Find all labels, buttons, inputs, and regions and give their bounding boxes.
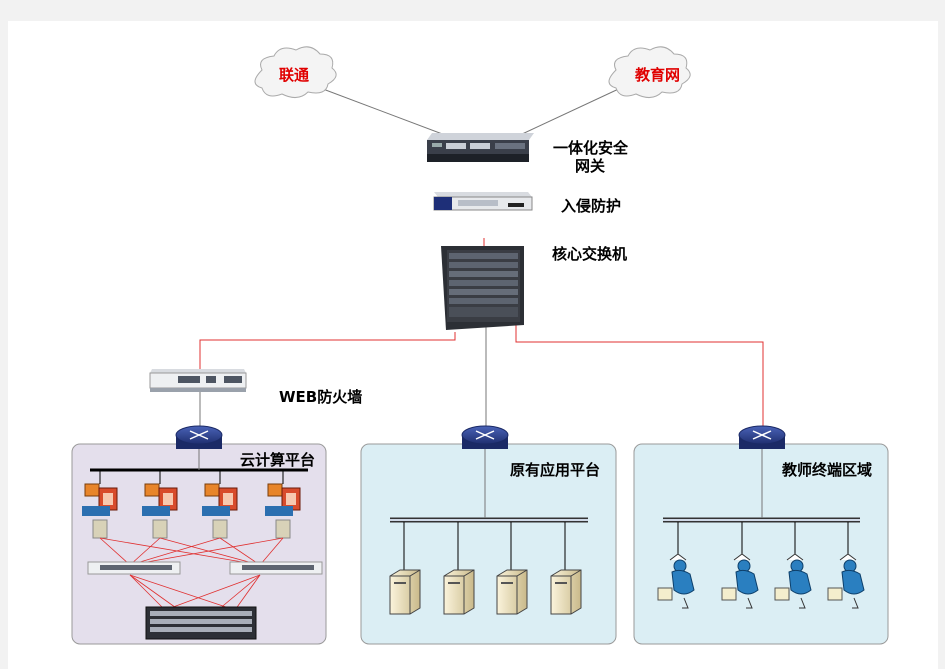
- ips-label: 入侵防护: [561, 197, 622, 215]
- core-switch-icon: [441, 246, 524, 330]
- switch-teacher-zone-icon: [738, 425, 786, 449]
- cloud-edunet-label: 教育网: [635, 66, 681, 84]
- legacy-server-3-icon: [496, 569, 528, 615]
- cloud-server-cluster-4-icon: [265, 470, 301, 539]
- zone-cloud-label: 云计算平台: [240, 451, 316, 469]
- ips-device-icon: [433, 192, 533, 211]
- zone-teacher-label: 教师终端区域: [782, 461, 873, 479]
- core-switch-label: 核心交换机: [552, 245, 628, 263]
- cloud-unicom-icon: [254, 46, 337, 98]
- link-edunet-gateway: [519, 85, 626, 136]
- cloud-server-cluster-3-icon: [202, 470, 238, 539]
- cloud-edunet-icon: [608, 46, 691, 98]
- link-core-switch3: [515, 325, 764, 428]
- legacy-server-4-icon: [550, 569, 582, 615]
- gateway-label-line1: 一体化安全: [553, 139, 629, 157]
- cloud-zone-mesh-links: [99, 537, 284, 626]
- cloud-unicom-label: 联通: [279, 66, 310, 84]
- legacy-server-1-icon: [389, 569, 421, 615]
- switch-legacy-zone-icon: [461, 425, 509, 449]
- gateway-label-line2: 网关: [575, 157, 606, 175]
- cloud-server-cluster-1-icon: [82, 470, 118, 539]
- san-switch-2-icon: [229, 561, 323, 575]
- waf-device-icon: [149, 369, 247, 392]
- teacher-terminal-4-icon: [827, 553, 865, 609]
- zone-legacy-label: 原有应用平台: [510, 461, 601, 479]
- waf-label: WEB防火墙: [279, 388, 363, 406]
- security-gateway-icon: [427, 133, 534, 162]
- san-switch-1-icon: [87, 561, 181, 575]
- cloud-server-cluster-2-icon: [142, 470, 178, 539]
- teacher-terminal-2-icon: [721, 553, 759, 609]
- teacher-terminal-3-icon: [774, 553, 812, 609]
- link-core-waf: [199, 332, 456, 370]
- link-unicom-gateway: [314, 85, 446, 136]
- teacher-terminal-1-icon: [657, 553, 695, 609]
- storage-array-icon: [145, 606, 257, 640]
- switch-cloud-zone-icon: [175, 425, 223, 449]
- legacy-server-2-icon: [443, 569, 475, 615]
